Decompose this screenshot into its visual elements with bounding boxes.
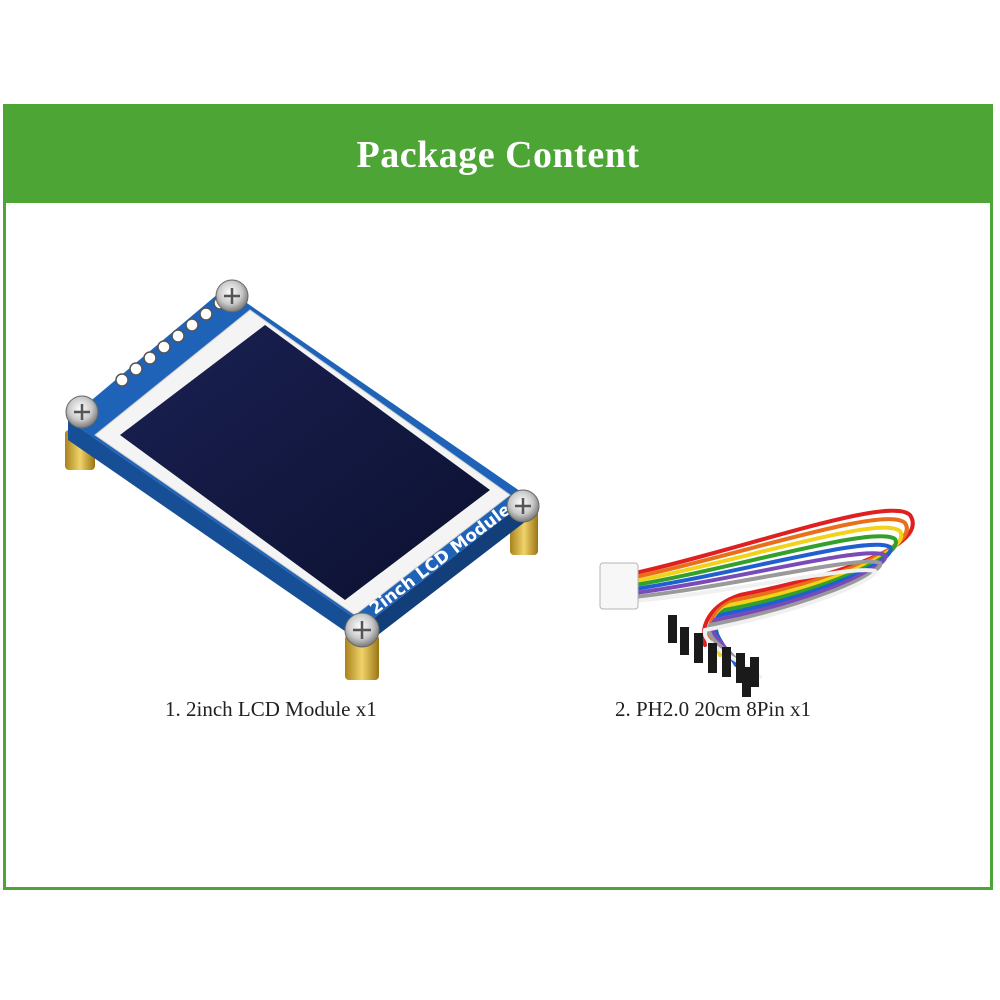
cable-wire [633, 508, 915, 647]
standoff [345, 635, 379, 680]
header-banner: Package Content [6, 107, 990, 203]
cable-wire [633, 559, 883, 675]
screw-icon [344, 612, 380, 648]
lcd-screen [120, 325, 490, 600]
ph2-cable-image [599, 508, 915, 697]
pcb-edge [365, 498, 530, 645]
dupont-pins [668, 615, 759, 697]
item-caption-cable: 2. PH2.0 20cm 8Pin x1 [615, 697, 812, 721]
lcd-module-image: 2inch LCD Module [65, 279, 540, 680]
page-title: Package Content [356, 134, 640, 176]
item-caption-lcd: 1. 2inch LCD Module x1 [165, 697, 377, 721]
ph2-connector [599, 562, 639, 610]
pcb-edge [68, 420, 365, 645]
screw-icon [65, 395, 99, 429]
screw-icon [215, 279, 249, 313]
screw-icon [506, 489, 540, 523]
